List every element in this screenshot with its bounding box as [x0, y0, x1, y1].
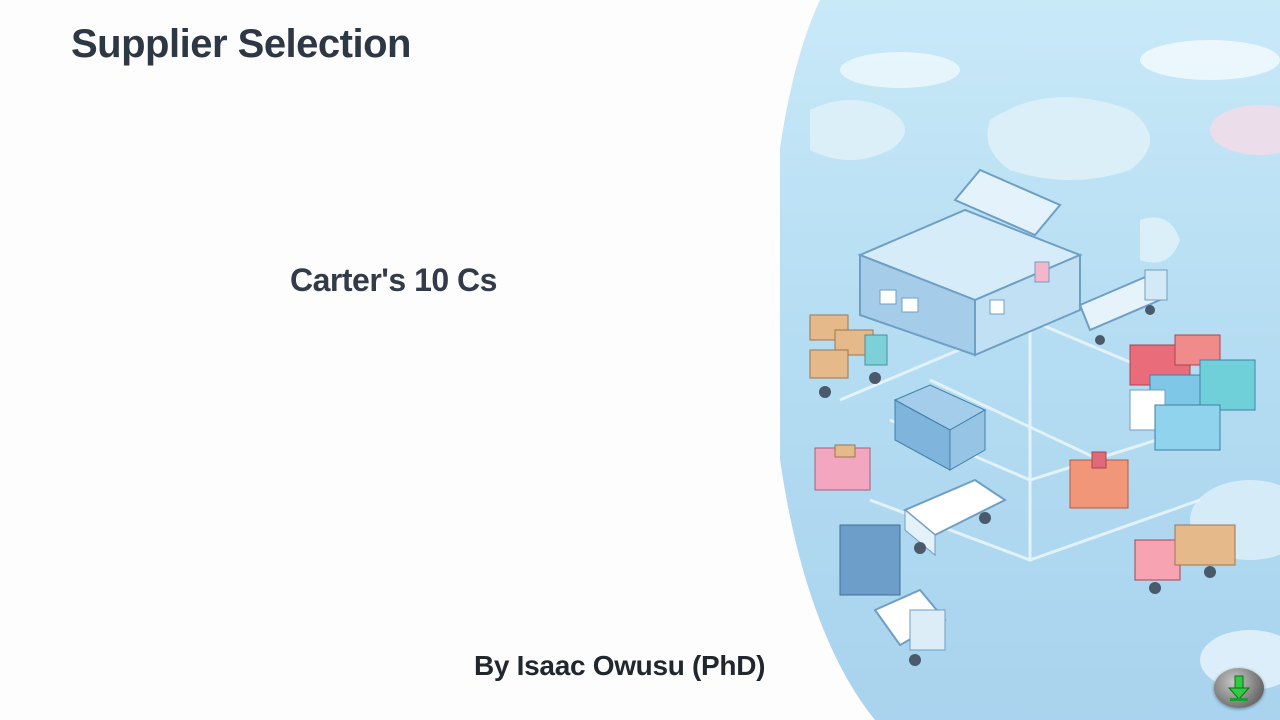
slide-subtitle: Carter's 10 Cs: [290, 262, 497, 298]
slide-title: Supplier Selection: [71, 22, 411, 66]
author-credit: By Isaac Owusu (PhD): [474, 650, 766, 681]
logistics-illustration: [780, 0, 1280, 720]
download-arrow-icon: [1227, 675, 1251, 701]
download-button[interactable]: [1214, 668, 1264, 708]
